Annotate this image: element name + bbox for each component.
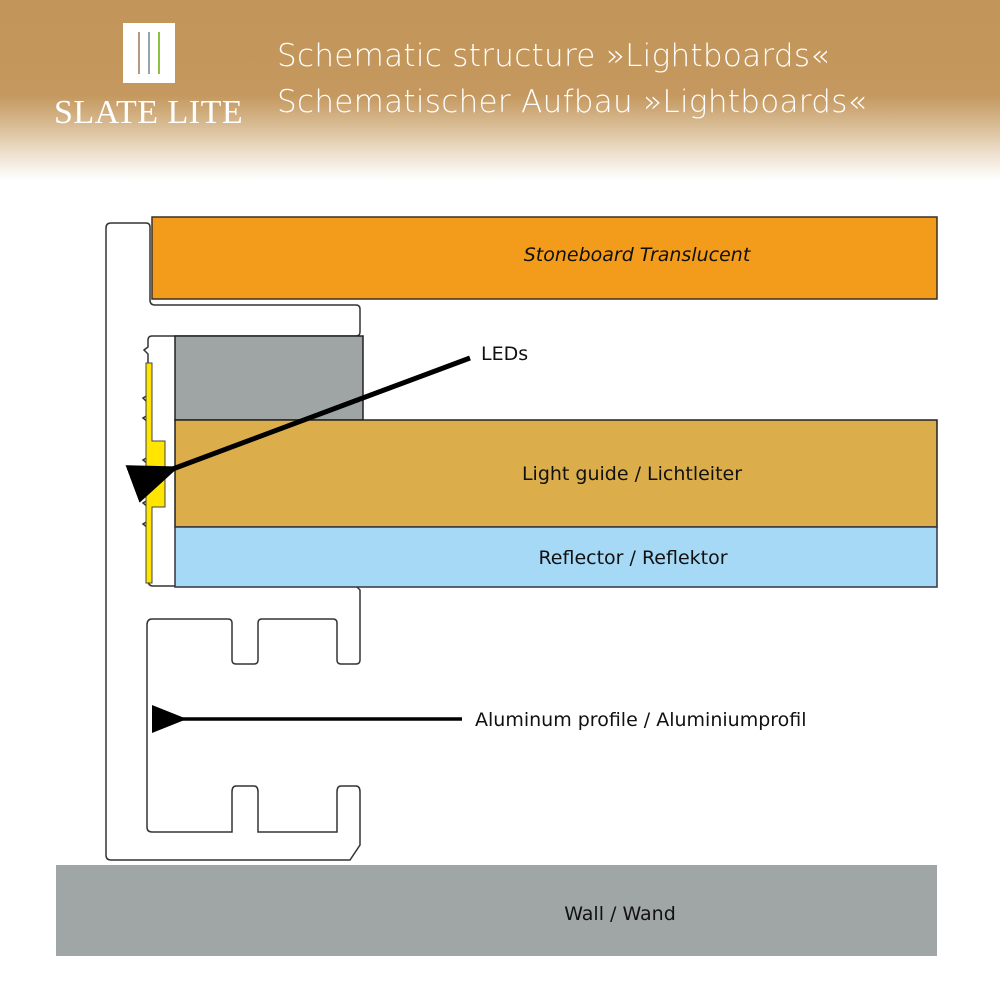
page-title-de: Schematischer Aufbau »Lightboards« [277,84,867,120]
logo-bar-3 [158,32,160,74]
label-stoneboard: Stoneboard Translucent [524,244,752,266]
label-reflector: Reflector / Reflektor [538,547,727,569]
label-light-guide: Light guide / Lichtleiter [522,463,742,485]
label-wall: Wall / Wand [564,903,676,925]
logo-icon [123,23,175,83]
brand-name: SLATE LITE [54,94,244,131]
header-banner: SLATE LITE Schematic structure »Lightboa… [0,0,1000,180]
layer-reflector [174,526,938,588]
led-strip [145,362,166,584]
logo-bar-2 [148,32,150,74]
label-leds: LEDs [481,343,528,365]
logo-bar-1 [138,32,140,74]
layer-stoneboard [151,216,938,300]
page-title-en: Schematic structure »Lightboards« [277,38,830,74]
layer-wall [56,865,937,956]
label-aluminum-profile: Aluminum profile / Aluminiumprofil [475,709,807,731]
leds-arrow [125,355,471,503]
